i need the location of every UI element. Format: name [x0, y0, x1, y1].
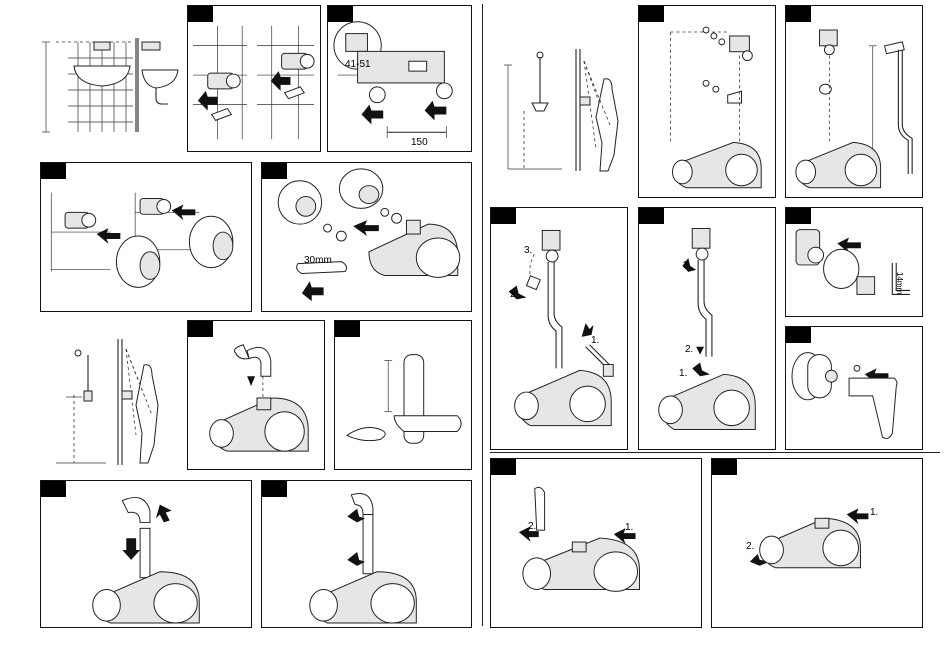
step-panel-1	[187, 5, 321, 152]
step-label-3: 3.	[524, 245, 532, 256]
step-panel-10	[785, 5, 923, 198]
step-panel-7	[40, 480, 252, 628]
dimension-label-41-51: 41-51	[345, 59, 371, 70]
step-panel-3	[40, 162, 252, 312]
step-label-1: 1.	[591, 335, 599, 346]
step-panel-9	[638, 5, 776, 198]
dimension-label-150: 150	[411, 137, 428, 148]
page-divider	[482, 4, 483, 626]
step-panel-11: 3. 2. 1.	[490, 207, 628, 450]
step-panel-5	[187, 320, 325, 470]
step-label-2: 2.	[685, 344, 693, 355]
step-panel-2: 41-51 150	[327, 5, 472, 152]
step-panel-4: 30mm	[261, 162, 472, 312]
step-label-1: 1.	[870, 507, 878, 518]
dimension-label-14mm: 14mm	[894, 272, 905, 294]
washbasin-installation-drawing	[38, 28, 186, 136]
page-horizontal-divider	[490, 452, 940, 453]
step-panel-13: 14mm	[785, 207, 923, 317]
step-label-1: 1.	[625, 522, 633, 533]
step-panel-6	[334, 320, 472, 470]
dimension-label-30mm: 30mm	[304, 255, 332, 266]
shower-column-drawing	[500, 45, 628, 175]
step-label-2: 2.	[746, 541, 754, 552]
step-panel-16: 1. 2.	[711, 458, 923, 628]
step-label-2: 2.	[528, 521, 536, 532]
step-label-3: 3.	[683, 260, 691, 271]
step-label-2: 2.	[510, 289, 518, 300]
shower-height-drawing	[48, 335, 178, 470]
step-label-1: 1.	[679, 368, 687, 379]
step-panel-12: 3. 2. 1.	[638, 207, 776, 450]
step-panel-8	[261, 480, 472, 628]
step-panel-15: 2. 1.	[490, 458, 702, 628]
step-panel-14	[785, 326, 923, 450]
